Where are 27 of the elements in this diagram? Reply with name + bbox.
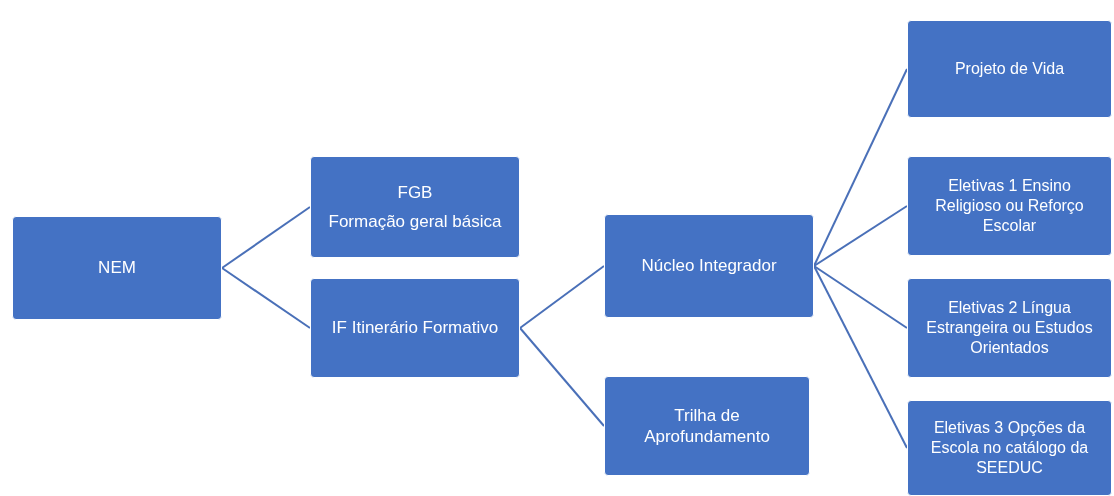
box-label: Trilha de Aprofundamento <box>643 404 771 448</box>
connector-line <box>519 327 605 427</box>
connector-line <box>813 265 908 449</box>
connector-line <box>221 267 311 329</box>
process-box <box>604 376 810 476</box>
box-label: Eletivas 1 Ensino Religioso ou Reforço Escolar <box>934 176 1085 236</box>
box-label: Eletivas 3 Opções da Escola no catálogo da SEEDUC <box>929 418 1090 478</box>
process-box <box>604 214 814 318</box>
box-label: Projeto de Vida <box>954 59 1065 79</box>
process-box <box>907 20 1112 118</box>
process-box <box>907 400 1112 496</box>
box-label: Eletivas 2 Língua Estrangeira ou Estudos Orientados <box>925 298 1094 358</box>
connector-line <box>221 206 311 269</box>
box-label: FGB <box>397 181 433 203</box>
connector-line <box>813 205 908 267</box>
box-label: NEM <box>98 257 136 279</box>
connector-line <box>813 265 908 329</box>
connector-line <box>519 265 605 329</box>
process-box <box>907 156 1112 256</box>
box-label: Formação geral básica <box>328 211 502 233</box>
process-box <box>907 278 1112 378</box>
process-box <box>310 156 520 258</box>
process-box <box>12 216 222 320</box>
connector-line <box>813 68 908 267</box>
box-label: IF Itinerário Formativo <box>331 317 499 339</box>
process-box <box>310 278 520 378</box>
box-label: Núcleo Integrador <box>641 255 777 277</box>
